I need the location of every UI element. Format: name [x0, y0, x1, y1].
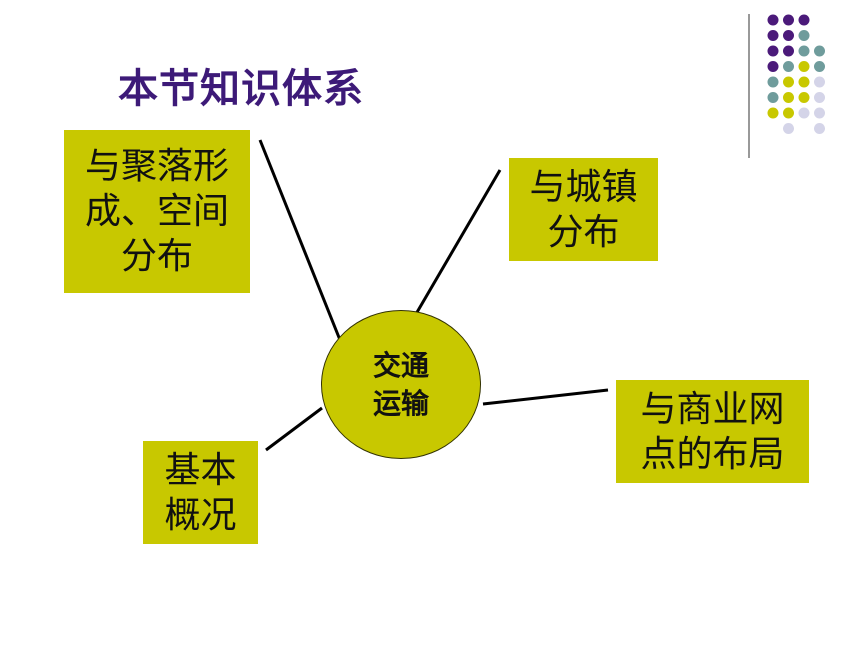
decorative-dot [767, 45, 779, 57]
node-overview-label: 基本 概况 [164, 449, 237, 536]
decorative-dot [783, 92, 794, 103]
decorative-dot [767, 107, 779, 119]
node-commerce: 与商业网 点的布局 [616, 380, 809, 483]
node-commerce-label: 与商业网 点的布局 [640, 388, 785, 475]
decorative-dot [767, 14, 779, 26]
decorative-dot [767, 61, 779, 72]
node-settlement-label: 与聚落形 成、空间 分布 [84, 146, 229, 277]
decorative-dot [814, 61, 825, 72]
decorative-dot [783, 61, 794, 72]
node-settlement: 与聚落形 成、空间 分布 [64, 130, 250, 293]
decorative-dot [798, 76, 810, 88]
decorative-dot [798, 107, 810, 119]
decorative-dot [814, 45, 825, 57]
node-overview: 基本 概况 [143, 441, 258, 544]
decorative-dot [798, 14, 810, 26]
decorative-dot-grid [767, 14, 825, 134]
decorative-dot [798, 61, 810, 72]
decorative-dot [767, 92, 779, 103]
decorative-dot [767, 30, 779, 41]
decorative-dot [783, 14, 794, 26]
slide-title: 本节知识体系 [118, 66, 364, 112]
connector-bottom-left [265, 406, 323, 452]
node-town: 与城镇 分布 [509, 158, 658, 261]
node-town-label: 与城镇 分布 [529, 166, 638, 253]
decorative-dot [814, 92, 825, 103]
connector-top-right [414, 169, 502, 315]
decorative-dot [783, 76, 794, 88]
decorative-dot [783, 45, 794, 57]
decorative-divider [748, 14, 750, 158]
decorative-dot [798, 45, 810, 57]
connector-right [482, 388, 609, 406]
hub-transport-label: 交通 运输 [372, 348, 429, 420]
decorative-dot [767, 76, 779, 88]
decorative-dot [814, 76, 825, 88]
hub-transport: 交通 运输 [321, 310, 481, 459]
decorative-dot [814, 107, 825, 119]
decorative-dot [814, 123, 825, 134]
decorative-dot [783, 30, 794, 41]
decorative-dot [783, 107, 794, 119]
decorative-dot [798, 30, 810, 41]
connector-top-left [258, 139, 342, 341]
decorative-dot [798, 92, 810, 103]
decorative-dot [783, 123, 794, 134]
